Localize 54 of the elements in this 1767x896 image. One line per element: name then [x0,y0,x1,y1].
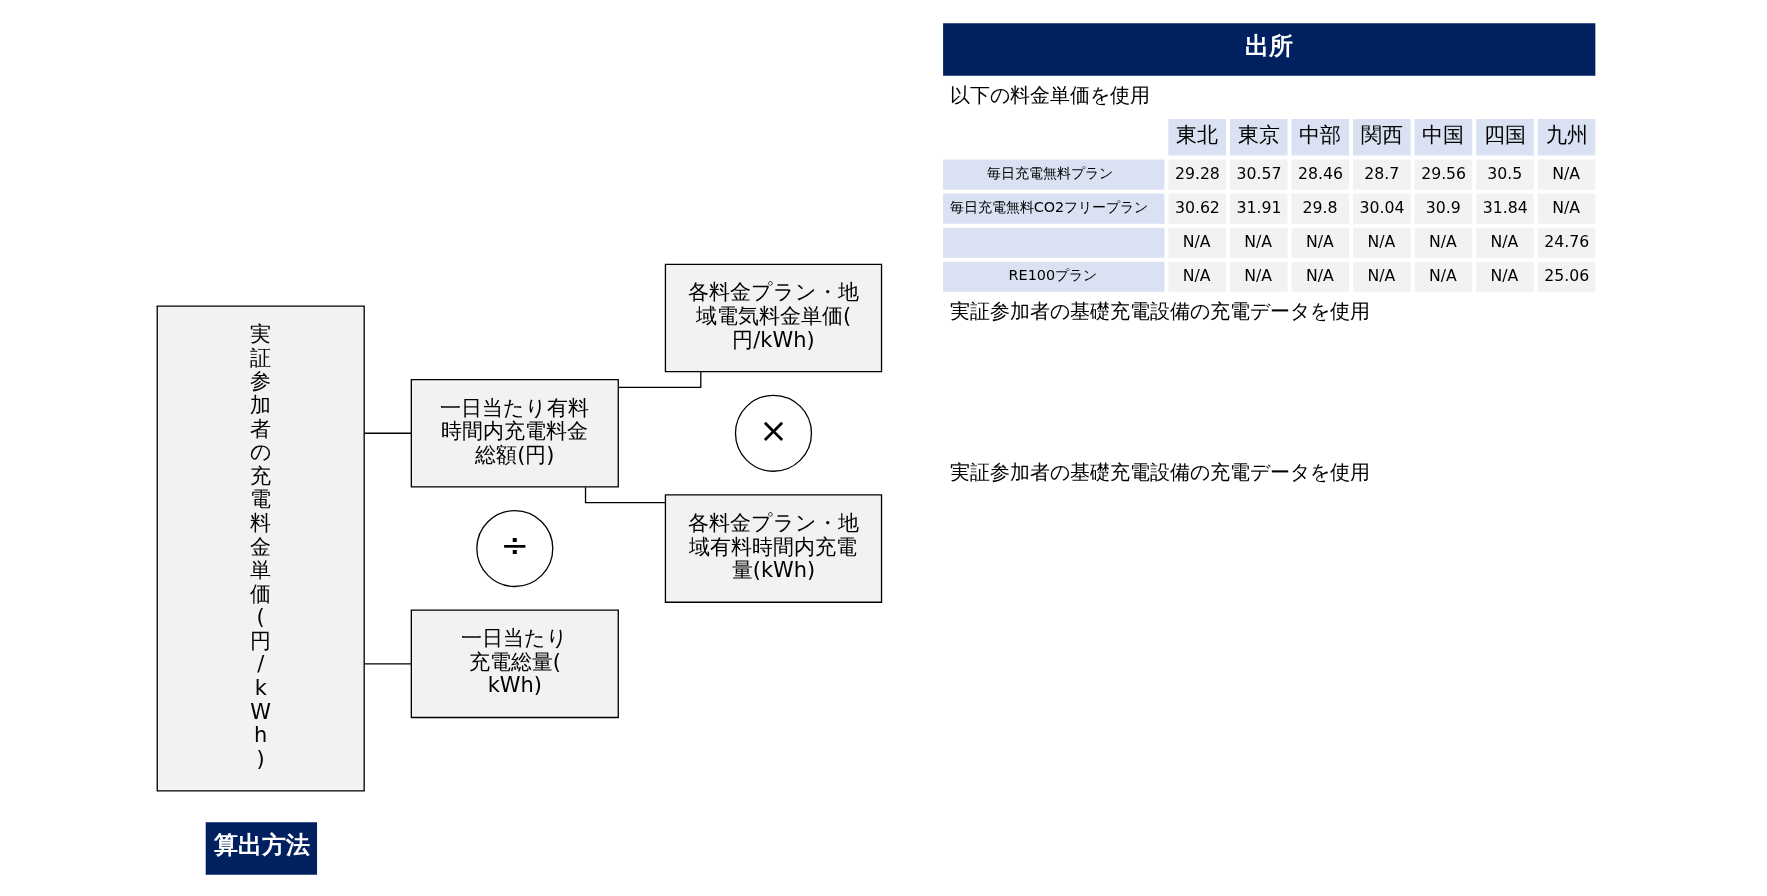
label: 以下の料金単価を使用 [949,83,1150,107]
label: 25.06 [1544,265,1590,285]
label: N/A [1490,231,1519,251]
label: 毎日充電無料CO2フリープラン [949,199,1149,216]
label: 30.04 [1359,197,1405,217]
label: 東京 [1237,123,1280,148]
label: 中国 [1422,123,1465,148]
label: 東北 [1176,123,1219,148]
label: N/A [1305,231,1334,251]
node-box: 各料金プラン・地域有料時間内充電量(kWh) [664,494,883,603]
label: 中部 [1299,123,1342,148]
label: N/A [1367,265,1396,285]
label: N/A [1429,231,1457,251]
label: 29.8 [1302,197,1338,217]
connector [363,663,412,665]
node-box: 一日当たり有料時間内充電料金総額(円) [410,378,619,488]
label: N/A [1305,265,1334,285]
label: 四国 [1484,123,1527,148]
label: N/A [1182,265,1211,285]
node-circle: ÷ [476,509,554,588]
label: 29.28 [1174,163,1220,183]
label: 毎日充電無料プラン [986,165,1113,182]
label: N/A [1552,197,1580,217]
label: 29.56 [1421,163,1467,183]
label: 28.7 [1364,163,1400,183]
label: 九州 [1545,123,1588,148]
label: 実証参加者の基礎充電設備の充電データを使用 [949,300,1370,324]
label: N/A [1244,265,1273,285]
connector [584,486,666,504]
label: 30.62 [1174,197,1220,217]
node-box: 各料金プラン・地域電気料金単価(円/kWh) [664,263,883,373]
connector [363,432,412,434]
label: N/A [1552,163,1580,183]
label: N/A [1182,231,1211,251]
label: RE100プラン [1008,267,1098,284]
label: 関西 [1360,123,1403,148]
label: 24.76 [1544,231,1590,251]
label: 30.57 [1236,163,1282,183]
node-box: 一日当たり充電総量(kWh) [410,609,619,719]
label: 31.84 [1482,197,1528,217]
label: 30.9 [1425,197,1461,217]
node-circle: × [734,394,813,472]
label: 28.46 [1298,163,1344,183]
label: 実証参加者の基礎充電設備の充電データを使用 [949,461,1370,485]
label: N/A [1490,265,1519,285]
node-box: 実証参加者の充電料金単価(円/kWh) [156,305,365,792]
label: 30.5 [1487,163,1523,183]
label: N/A [1429,265,1457,285]
label: 31.91 [1236,197,1282,217]
label: 算出方法 [213,830,310,859]
connector [618,371,702,389]
label: N/A [1367,231,1396,251]
label: 出所 [1244,31,1293,60]
label: N/A [1244,231,1273,251]
